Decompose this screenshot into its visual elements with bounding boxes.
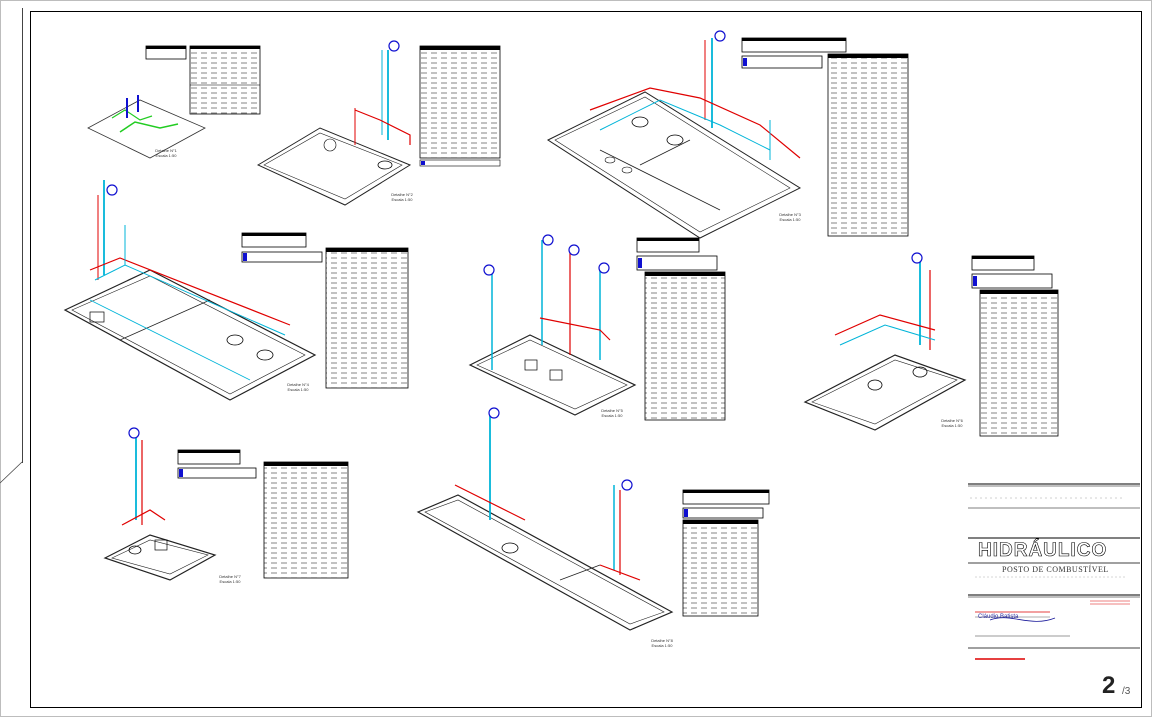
detail-caption: Detalhe N°1 Escala 1:50: [155, 148, 177, 158]
detail-caption: Detalhe N°3 Escala 1:50: [779, 212, 801, 222]
sheet-binding-line: [22, 8, 23, 463]
detail-caption: Detalhe N°7 Escala 1:50: [219, 574, 241, 584]
title-block-lines: [968, 483, 1140, 660]
title-block: HIDRÁULICO POSTO DE COMBUSTÍVEL Cláudio …: [968, 484, 1140, 706]
detail-caption: Detalhe N°8 Escala 1:50: [651, 638, 673, 648]
sheet-number: 2: [1102, 672, 1116, 699]
responsible-name: Cláudio Batista: [978, 614, 1019, 620]
detail-6: [803, 252, 1059, 437]
detail-caption: Detalhe N°4 Escala 1:50: [287, 382, 309, 392]
detail-caption: Detalhe N°5 Escala 1:50: [601, 408, 623, 418]
sheet-total: /3: [1122, 686, 1131, 697]
drawing-frame: [30, 11, 1142, 708]
detail-2: [256, 40, 501, 206]
detail-7: [103, 427, 349, 581]
detail-1: [87, 45, 261, 159]
detail-3: [546, 30, 909, 239]
project-name: POSTO DE COMBUSTÍVEL: [1002, 565, 1109, 574]
detail-4: [63, 180, 409, 401]
detail-5: [468, 234, 726, 421]
detail-caption: Detalhe N°2 Escala 1:50: [391, 192, 413, 202]
detail-caption: Detalhe N°6 Escala 1:50: [941, 418, 963, 428]
drawing-title: HIDRÁULICO: [978, 540, 1108, 562]
detail-8: [416, 407, 770, 631]
